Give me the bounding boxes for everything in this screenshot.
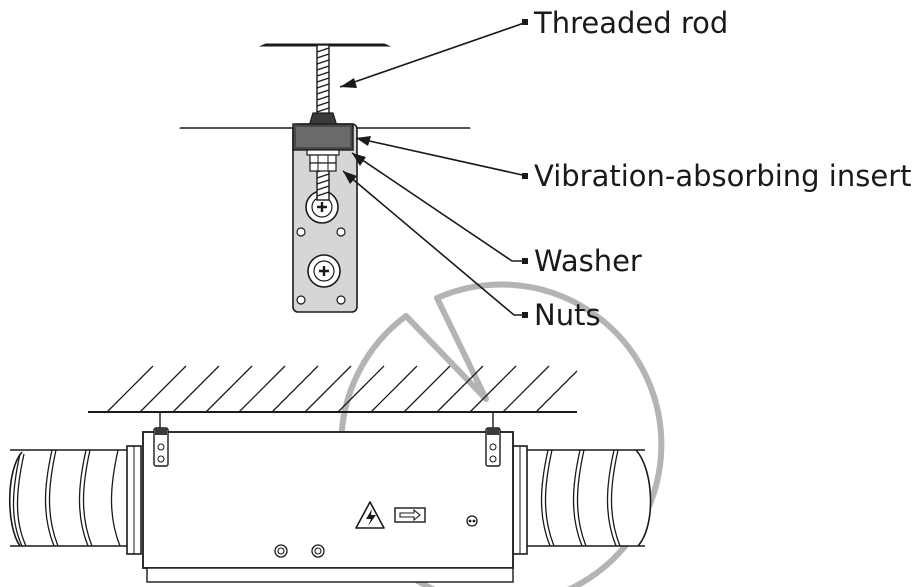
bracket-screw-lower [307,254,341,288]
mount-bracket-left [153,427,169,467]
callout-threaded-rod: Threaded rod [339,6,728,88]
washer [306,149,340,156]
airflow-arrow-icon [394,507,426,523]
fan-unit [142,427,514,583]
warning-electric-icon [355,501,385,529]
label-nuts: Nuts [534,298,601,332]
flex-duct-right [512,445,652,555]
zoom-detail [167,43,483,313]
grommet-left [274,544,288,558]
callout-nuts: Nuts [342,170,601,332]
fan-unit-base [146,567,514,583]
flex-duct-left [8,445,142,555]
callout-insert: Vibration-absorbing insert [355,136,911,193]
callout-washer: Washer [351,152,642,278]
label-washer: Washer [534,244,642,278]
grommet-right [311,544,325,558]
fan-unit-body [142,431,514,569]
fixture-right [466,515,478,527]
label-threaded-rod: Threaded rod [533,6,728,40]
nuts [309,154,337,172]
mount-bracket-right [485,427,501,467]
ceiling [88,365,578,413]
label-insert: Vibration-absorbing insert [534,159,911,193]
bracket-screw-upper [305,190,339,224]
